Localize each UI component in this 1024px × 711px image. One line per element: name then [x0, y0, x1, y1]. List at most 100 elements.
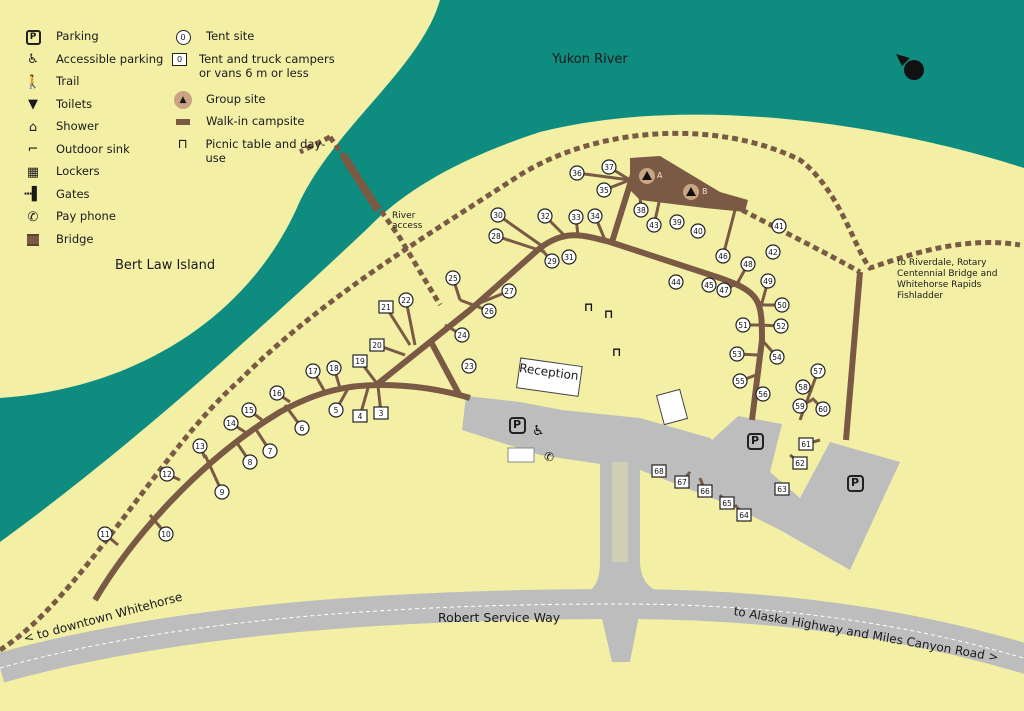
- tent-site[interactable]: 16: [269, 385, 285, 401]
- tent-site[interactable]: 49: [760, 273, 776, 289]
- yukon-river-water: [0, 0, 1024, 542]
- camper-site[interactable]: 20: [369, 338, 385, 352]
- site-number: 50: [777, 301, 787, 310]
- tent-site[interactable]: 32: [537, 208, 553, 224]
- tent-site[interactable]: 54: [769, 349, 785, 365]
- tent-site[interactable]: 41: [771, 218, 787, 234]
- tent-site[interactable]: 22: [398, 292, 414, 308]
- picnic-table-icon: ⊓: [584, 300, 594, 314]
- tent-site[interactable]: 9: [214, 484, 230, 500]
- tent-site[interactable]: 50: [774, 297, 790, 313]
- tent-site[interactable]: 10: [158, 526, 174, 542]
- tent-site[interactable]: 57: [810, 363, 826, 379]
- camper-site[interactable]: 68: [651, 464, 667, 478]
- site-number: 38: [636, 206, 646, 215]
- site-number: 49: [763, 277, 773, 286]
- tent-site[interactable]: 6: [294, 420, 310, 436]
- camper-site[interactable]: 4: [352, 409, 368, 423]
- tent-site[interactable]: 23: [461, 358, 477, 374]
- tent-site[interactable]: 25: [445, 270, 461, 286]
- tent-site[interactable]: 24: [454, 327, 470, 343]
- tent-site[interactable]: 31: [561, 249, 577, 265]
- camper-site[interactable]: 61: [798, 437, 814, 451]
- camper-site[interactable]: 21: [378, 300, 394, 314]
- site-number: 60: [818, 405, 828, 414]
- site-marker: [328, 402, 344, 418]
- tent-glyph: [642, 171, 696, 196]
- parking-signs: [509, 417, 864, 492]
- site-marker: [242, 454, 258, 470]
- camper-site[interactable]: 62: [792, 456, 808, 470]
- tent-site[interactable]: 26: [481, 303, 497, 319]
- tent-site[interactable]: 14: [223, 415, 239, 431]
- tent-site[interactable]: 36: [569, 165, 585, 181]
- tent-site[interactable]: 38: [633, 202, 649, 218]
- tent-site[interactable]: 13: [192, 438, 208, 454]
- tent-site[interactable]: 55: [732, 373, 748, 389]
- tent-site[interactable]: 27: [501, 283, 517, 299]
- tent-site[interactable]: 44: [668, 274, 684, 290]
- camper-site[interactable]: 66: [697, 484, 713, 498]
- camper-site[interactable]: 19: [352, 354, 368, 368]
- site-marker: [774, 482, 790, 496]
- tent-site[interactable]: 58: [795, 379, 811, 395]
- camper-site[interactable]: 63: [774, 482, 790, 496]
- tent-site[interactable]: 43: [646, 217, 662, 233]
- reception-building[interactable]: [516, 357, 583, 397]
- tent-site[interactable]: 48: [740, 256, 756, 272]
- tent-site[interactable]: 18: [326, 360, 342, 376]
- site-number: 44: [671, 278, 681, 287]
- tent-site[interactable]: 34: [587, 208, 603, 224]
- tent-site[interactable]: 40: [690, 223, 706, 239]
- camper-site[interactable]: 64: [736, 508, 752, 522]
- site-number: 40: [693, 227, 703, 236]
- tent-site[interactable]: 46: [715, 248, 731, 264]
- site-number: 57: [813, 367, 823, 376]
- site-spur: [576, 171, 631, 182]
- tent-site[interactable]: 37: [601, 159, 617, 175]
- tent-site[interactable]: 52: [773, 318, 789, 334]
- site-marker: [669, 214, 685, 230]
- site-number: 54: [772, 353, 782, 362]
- tent-site[interactable]: 42: [765, 244, 781, 260]
- site-marker: [715, 248, 731, 264]
- tent-site[interactable]: 39: [669, 214, 685, 230]
- tent-site[interactable]: 17: [305, 363, 321, 379]
- site-number: 34: [590, 212, 600, 221]
- tent-site[interactable]: 35: [596, 182, 612, 198]
- tent-site[interactable]: 45: [701, 277, 717, 293]
- tent-site[interactable]: 12: [159, 466, 175, 482]
- site-number: 6: [300, 424, 305, 433]
- site-number: 63: [777, 485, 787, 494]
- site-number: 13: [195, 442, 205, 451]
- site-marker: [481, 303, 497, 319]
- tent-site[interactable]: 53: [729, 346, 745, 362]
- tent-site[interactable]: 47: [716, 282, 732, 298]
- tent-site[interactable]: 51: [735, 317, 751, 333]
- camper-site[interactable]: 3: [373, 406, 389, 420]
- tent-site[interactable]: 28: [488, 228, 504, 244]
- tent-site[interactable]: 7: [262, 443, 278, 459]
- site-number: 31: [564, 253, 574, 262]
- tent-site[interactable]: 33: [568, 209, 584, 225]
- site-marker: [760, 273, 776, 289]
- tent-site[interactable]: 60: [815, 401, 831, 417]
- dotted-river-trail: [0, 130, 1021, 653]
- tent-site-icon: 0: [172, 29, 194, 45]
- tent-site[interactable]: 15: [241, 402, 257, 418]
- tent-site[interactable]: 8: [242, 454, 258, 470]
- tent-site[interactable]: 5: [328, 402, 344, 418]
- site-marker: [454, 327, 470, 343]
- site-number: 4: [358, 412, 363, 421]
- campground-loop-road: [92, 164, 863, 602]
- camper-site[interactable]: 67: [674, 475, 690, 489]
- tent-site[interactable]: 11: [97, 526, 113, 542]
- tent-site[interactable]: 59: [792, 398, 808, 414]
- tent-site[interactable]: 56: [755, 386, 771, 402]
- tent-site[interactable]: 29: [544, 253, 560, 269]
- camper-site[interactable]: 65: [719, 496, 735, 510]
- tent-site[interactable]: 30: [490, 207, 506, 223]
- site-number: 37: [604, 163, 614, 172]
